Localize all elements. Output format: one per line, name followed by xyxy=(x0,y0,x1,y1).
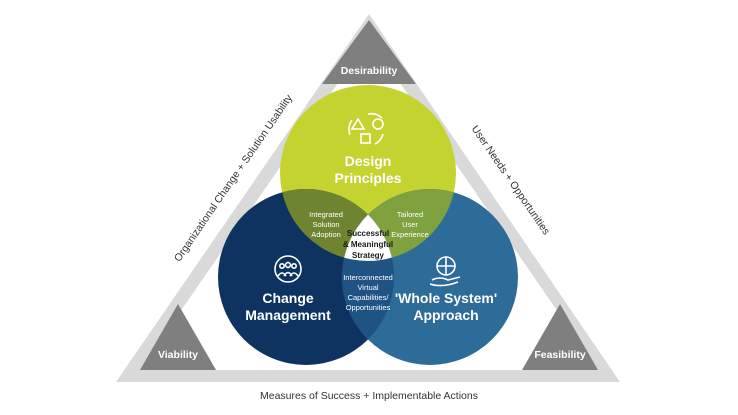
svg-text:Strategy: Strategy xyxy=(352,251,385,260)
svg-text:Adoption: Adoption xyxy=(311,230,341,239)
svg-text:Integrated: Integrated xyxy=(309,210,343,219)
overlap-design-change-label: Integrated Solution Adoption xyxy=(309,210,343,239)
svg-text:Successful: Successful xyxy=(347,229,389,238)
svg-text:User: User xyxy=(402,220,418,229)
overlap-design-change xyxy=(280,189,394,261)
corner-feasibility-label: Feasibility xyxy=(534,349,586,361)
svg-text:Virtual: Virtual xyxy=(357,283,378,292)
corner-viability-label: Viability xyxy=(158,349,198,361)
system-title-line1: 'Whole System' xyxy=(395,290,497,306)
side-label-bottom: Measures of Success + Implementable Acti… xyxy=(260,390,478,402)
design-title-line2: Principles xyxy=(335,170,402,186)
svg-text:Solution: Solution xyxy=(312,220,339,229)
svg-text:Experience: Experience xyxy=(391,230,429,239)
puzzle-hand-icon xyxy=(429,256,461,287)
center-strategy-label: Successful & Meaningful Strategy xyxy=(343,229,393,260)
shapes-cycle-icon xyxy=(348,112,384,145)
svg-text:Capabilities/: Capabilities/ xyxy=(348,293,390,302)
system-title-line2: Approach xyxy=(413,307,478,323)
overlap-design-system-label: Tailored User Experience xyxy=(391,210,429,239)
svg-text:Opportunities: Opportunities xyxy=(346,303,391,312)
svg-text:Tailored: Tailored xyxy=(397,210,423,219)
svg-text:Interconnected: Interconnected xyxy=(343,273,393,282)
corner-desirability-label: Desirability xyxy=(341,65,398,77)
corner-viability: Viability xyxy=(140,304,216,370)
overlap-change-system-label: Interconnected Virtual Capabilities/ Opp… xyxy=(343,273,393,312)
people-cycle-icon xyxy=(274,255,302,283)
design-title-line1: Design xyxy=(345,153,392,169)
change-title-line2: Management xyxy=(245,307,331,323)
corner-feasibility: Feasibility xyxy=(522,304,598,370)
corner-desirability: Desirability xyxy=(322,20,416,84)
overlap-design-system xyxy=(342,189,456,261)
svg-text:& Meaningful: & Meaningful xyxy=(343,240,393,249)
change-title-line1: Change xyxy=(262,290,314,306)
